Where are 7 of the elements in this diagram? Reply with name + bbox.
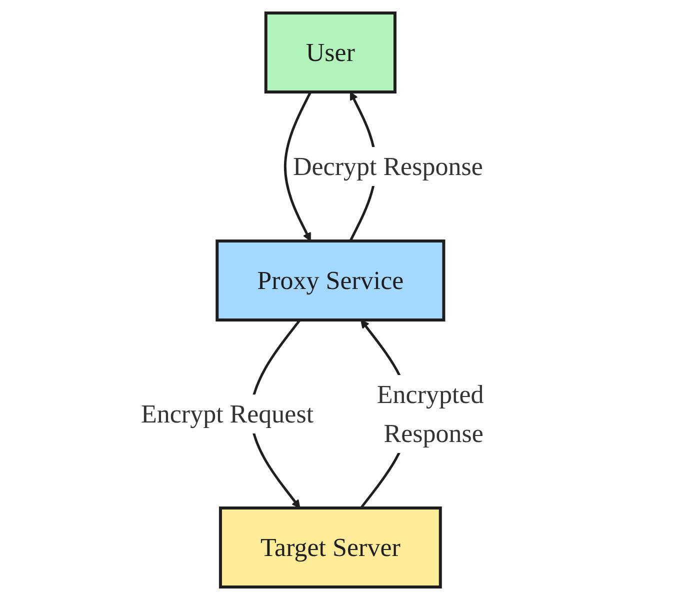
edge-label: Encrypted Response: [377, 380, 484, 448]
edge-label: Encrypt Request: [141, 400, 314, 428]
node-box: User: [264, 12, 397, 94]
arrow: [284, 91, 312, 242]
node-box: Target Server: [219, 506, 442, 588]
node-box: Proxy Service: [216, 240, 446, 322]
edge-label: Decrypt Response: [293, 152, 484, 181]
